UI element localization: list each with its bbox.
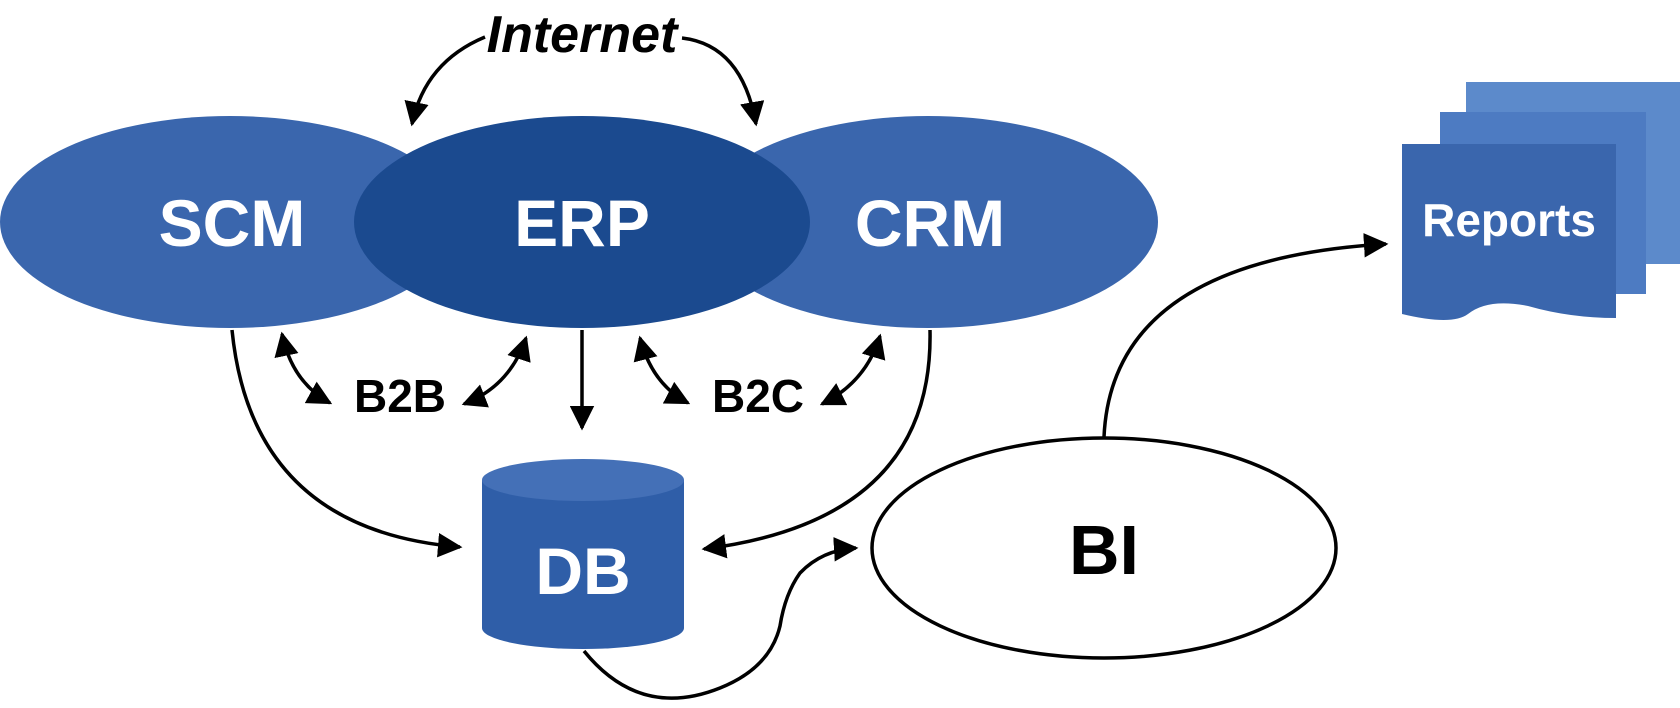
bi-label: BI (1069, 511, 1139, 589)
reports-label: Reports (1422, 194, 1596, 246)
b2b-left-arrow (274, 331, 333, 405)
bi-node: BI (870, 436, 1338, 660)
scm-ellipse (0, 116, 460, 328)
erp-ellipse (354, 116, 810, 328)
crm-to-db-arrow (701, 329, 932, 559)
crm-ellipse (698, 116, 1158, 328)
erp-label: ERP (514, 186, 650, 260)
db-to-bi-arrow (582, 537, 859, 700)
scm-to-db-arrow (230, 329, 463, 558)
db-node: DB (482, 459, 684, 649)
bi-ellipse (870, 436, 1338, 660)
scm-label: SCM (159, 186, 306, 260)
internet-label: Internet (487, 6, 680, 64)
crm-label: CRM (855, 186, 1005, 260)
b2c-right-arrow (819, 333, 886, 406)
db-cylinder-top (482, 459, 684, 501)
db-cylinder-body (482, 480, 684, 649)
internet-to-crm-arrow (681, 36, 765, 127)
b2b-right-arrow (461, 335, 531, 408)
b2b-label: B2B (354, 370, 446, 422)
scm-node: SCM (0, 116, 460, 328)
b2c-label: B2C (712, 370, 804, 422)
b2c-left-arrow (633, 335, 691, 405)
crm-node: CRM (698, 116, 1158, 328)
reports-node: Reports (1402, 82, 1680, 320)
reports-page-front (1402, 144, 1616, 320)
erp-node: ERP (354, 116, 810, 328)
db-label: DB (535, 534, 630, 608)
internet-to-erp-arrow (404, 35, 486, 127)
bi-to-reports-arrow (1102, 233, 1389, 438)
